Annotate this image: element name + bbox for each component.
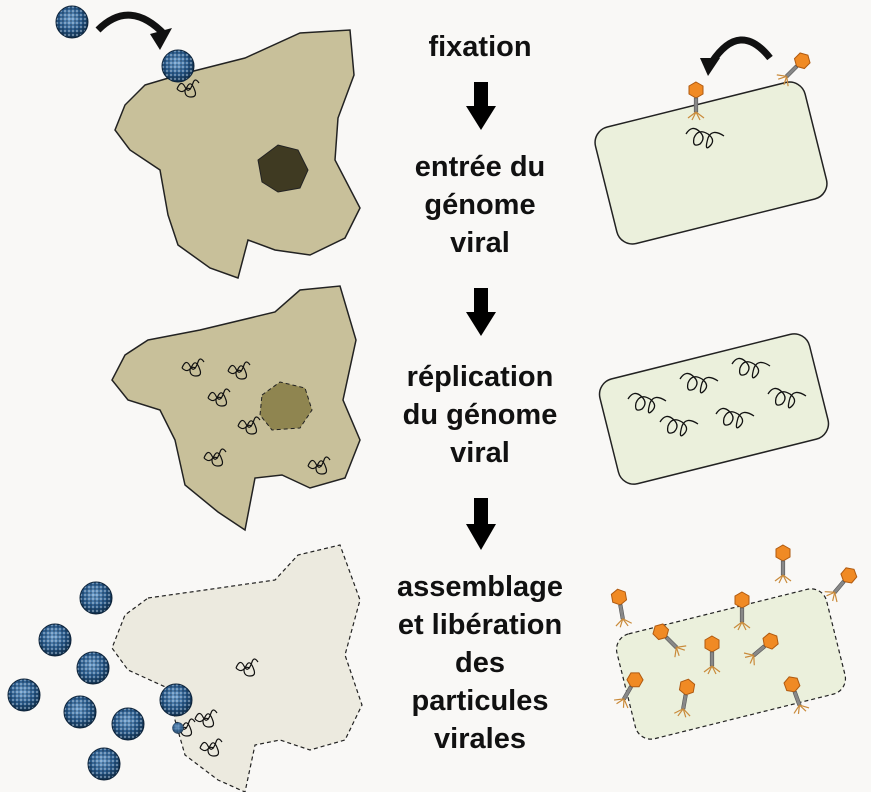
down-arrow-icon [466,82,496,130]
bacteriophage-icon [609,587,633,629]
label-line: particules [411,685,549,717]
label-line: entrée du [414,151,546,183]
giant-virus-icon [7,678,41,712]
label-line: du génome [402,399,558,431]
curved-arrow-icon [709,36,773,64]
label-line: des [455,647,505,679]
bacterium-lysis [615,588,847,740]
giant-virus-icon [79,581,113,615]
step-label-replication: réplication du génome viral [370,358,590,472]
amoeba-cell-fixation [114,29,361,279]
label-line: génome [424,189,536,221]
giant-virus-icon [159,683,193,717]
label-line: et libération [397,609,563,641]
bacteriophage-icon [822,563,861,605]
curved-arrow-head [150,28,172,50]
amoeba-cell-lysis [111,544,363,792]
label-line: assemblage [396,571,564,603]
nucleus [259,381,313,431]
down-arrow-icon [466,498,496,550]
step-label-fixation: fixation [380,28,580,66]
bacteriophage-icon [774,544,792,584]
giant-virus-icon [38,623,72,657]
label-line: fixation [428,31,532,63]
giant-virus-icon [161,49,195,83]
giant-virus-icon [111,707,145,741]
label-line: réplication [406,361,554,393]
bacteriophage-icon [774,48,815,89]
giant-virus-icon [63,695,97,729]
bacterium-replication [598,333,830,485]
giant-virus-icon [76,651,110,685]
bacterium-fixation [594,81,828,245]
giant-virus-icon [55,5,89,39]
curved-arrow-head [700,58,720,76]
step-label-genome-entry: entrée du génome viral [380,148,580,262]
label-line: virales [434,723,526,755]
nucleus [257,144,309,193]
label-line: viral [450,437,510,469]
giant-virus-icon [87,747,121,781]
step-label-assembly-release: assemblage et libération des particules … [370,568,590,758]
giant-virus-icon [172,722,184,734]
amoeba-cell-replication [111,285,361,532]
label-line: viral [450,227,510,259]
down-arrow-icon [466,288,496,336]
curved-arrow-icon [95,11,168,38]
